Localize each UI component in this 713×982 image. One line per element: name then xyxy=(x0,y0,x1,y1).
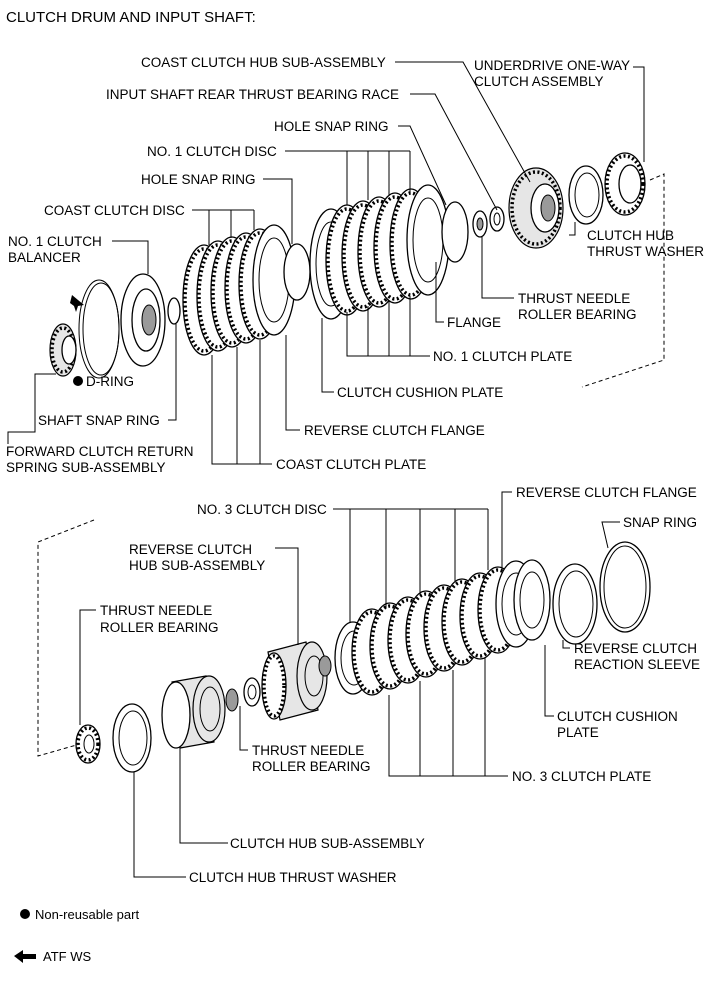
label-clutch-cushion-plate-bottom-1: CLUTCH CUSHION xyxy=(557,709,678,724)
arrow-marker-icon xyxy=(70,295,84,312)
label-thrust-needle-roller-bearing-left-2: ROLLER BEARING xyxy=(100,620,219,635)
label-thrust-needle-roller-bearing-mid-2: ROLLER BEARING xyxy=(252,759,371,774)
d-ring-filled-circle-icon xyxy=(73,376,83,386)
label-clutch-hub-thrust-washer-top-1: CLUTCH HUB xyxy=(587,228,674,243)
shaft-snap-ring-part xyxy=(167,297,181,325)
filled-circle-icon xyxy=(20,909,30,919)
label-clutch-cushion-plate-top: CLUTCH CUSHION PLATE xyxy=(337,385,503,400)
label-thrust-needle-roller-bearing-left-1: THRUST NEEDLE xyxy=(100,603,212,618)
bearing-race-part xyxy=(489,206,505,232)
label-coast-clutch-disc: COAST CLUTCH DISC xyxy=(44,203,185,218)
label-underdrive-one-way-1: UNDERDRIVE ONE-WAY xyxy=(474,58,630,73)
label-no3-clutch-plate: NO. 3 CLUTCH PLATE xyxy=(512,769,651,784)
legend-atf-ws: ATF WS xyxy=(43,949,91,964)
label-d-ring: D-RING xyxy=(86,374,134,389)
label-thrust-needle-roller-bearing-top-1: THRUST NEEDLE xyxy=(518,291,630,306)
label-no1-clutch-plate: NO. 1 CLUTCH PLATE xyxy=(433,349,572,364)
underdrive-one-way-clutch-part xyxy=(604,152,646,216)
label-flange: FLANGE xyxy=(447,315,501,330)
reverse-clutch-reaction-sleeve-part xyxy=(552,563,598,645)
label-forward-clutch-return-1: FORWARD CLUTCH RETURN xyxy=(6,444,194,459)
label-clutch-cushion-plate-bottom-2: PLATE xyxy=(557,725,599,740)
coast-clutch-hub-part xyxy=(508,167,564,249)
label-reverse-clutch-reaction-sleeve-1: REVERSE CLUTCH xyxy=(574,641,697,656)
snap-ring-part xyxy=(599,541,651,633)
label-coast-clutch-plate: COAST CLUTCH PLATE xyxy=(276,457,426,472)
thrust-needle-roller-bearing-mid-part xyxy=(243,677,261,707)
coast-clutch-stack-part xyxy=(182,224,296,356)
top-assembly xyxy=(49,152,646,379)
label-thrust-needle-roller-bearing-mid-1: THRUST NEEDLE xyxy=(252,743,364,758)
label-underdrive-one-way-2: CLUTCH ASSEMBLY xyxy=(474,74,604,89)
left-arrow-icon xyxy=(14,950,36,963)
alignment-lines xyxy=(37,173,665,757)
legend: Non-reusable part ATF WS xyxy=(14,907,139,964)
legend-non-reusable: Non-reusable part xyxy=(35,907,139,922)
label-no1-clutch-balancer-1: NO. 1 CLUTCH xyxy=(8,234,102,249)
label-forward-clutch-return-2: SPRING SUB-ASSEMBLY xyxy=(6,460,166,475)
label-reverse-clutch-flange-top: REVERSE CLUTCH FLANGE xyxy=(304,423,485,438)
label-no1-clutch-disc: NO. 1 CLUTCH DISC xyxy=(147,144,277,159)
label-snap-ring: SNAP RING xyxy=(623,515,697,530)
diagram-title: CLUTCH DRUM AND INPUT SHAFT: xyxy=(6,9,256,26)
no1-clutch-balancer-part xyxy=(120,273,166,367)
label-reverse-clutch-hub-1: REVERSE CLUTCH xyxy=(129,542,252,557)
label-thrust-needle-roller-bearing-top-2: ROLLER BEARING xyxy=(518,307,637,322)
label-hole-snap-ring-left: HOLE SNAP RING xyxy=(141,172,256,187)
label-clutch-hub-thrust-washer-bottom: CLUTCH HUB THRUST WASHER xyxy=(189,870,397,885)
label-input-shaft-rear-thrust-bearing-race: INPUT SHAFT REAR THRUST BEARING RACE xyxy=(106,87,399,102)
label-no3-clutch-disc: NO. 3 CLUTCH DISC xyxy=(197,502,327,517)
label-no1-clutch-balancer-2: BALANCER xyxy=(8,250,81,265)
label-clutch-hub-thrust-washer-top-2: THRUST WASHER xyxy=(587,244,704,259)
label-reverse-clutch-reaction-sleeve-2: REACTION SLEEVE xyxy=(574,657,700,672)
hole-snap-ring-left-part xyxy=(283,243,311,301)
forward-clutch-return-spring-part xyxy=(49,323,77,377)
leader-lines-bottom xyxy=(79,491,620,878)
label-clutch-hub-sub-assembly: CLUTCH HUB SUB-ASSEMBLY xyxy=(230,836,425,851)
label-shaft-snap-ring: SHAFT SNAP RING xyxy=(38,413,160,428)
labels-bottom: REVERSE CLUTCH FLANGE NO. 3 CLUTCH DISC … xyxy=(100,485,700,885)
labels-top: COAST CLUTCH HUB SUB-ASSEMBLY UNDERDRIVE… xyxy=(6,55,704,475)
hole-snap-ring-upper-part xyxy=(441,201,469,263)
label-coast-clutch-hub-sub-assembly: COAST CLUTCH HUB SUB-ASSEMBLY xyxy=(141,55,386,70)
label-reverse-clutch-hub-2: HUB SUB-ASSEMBLY xyxy=(129,558,265,573)
label-reverse-clutch-flange-bottom: REVERSE CLUTCH FLANGE xyxy=(516,485,697,500)
clutch-hub-sub-assembly-part xyxy=(161,675,239,749)
leader-lines-top xyxy=(7,61,645,465)
thrust-needle-roller-bearing-left-part xyxy=(75,724,101,764)
clutch-hub-thrust-washer-top-part xyxy=(568,165,604,225)
no3-clutch-stack-part xyxy=(334,559,551,696)
label-hole-snap-ring-upper: HOLE SNAP RING xyxy=(274,119,389,134)
no1-clutch-stack-part xyxy=(309,184,450,320)
bottom-assembly xyxy=(75,541,651,773)
reverse-clutch-hub-part xyxy=(261,641,332,721)
